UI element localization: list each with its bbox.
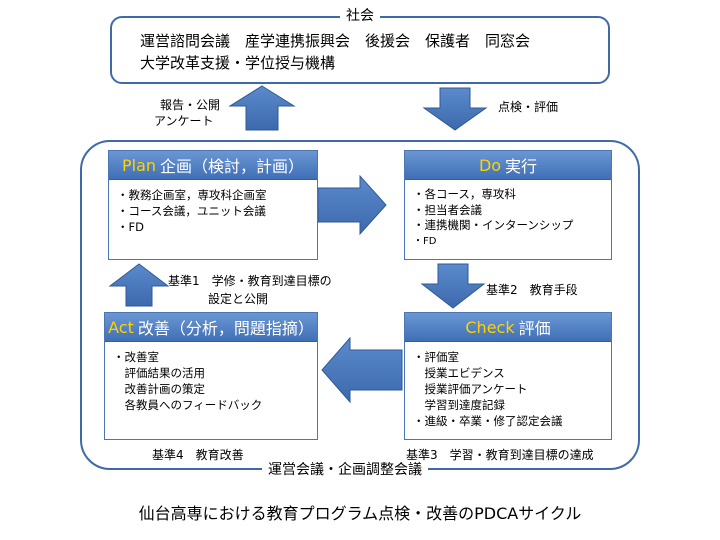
check-header-en: Check: [465, 317, 515, 337]
list-item: 授業評価アンケート: [413, 382, 528, 396]
criterion-1-line-2: 設定と公開: [208, 292, 269, 306]
list-item: 各教員へのフィードバック: [113, 398, 263, 412]
criterion-3: 基準3 学習・教育到達目標の達成: [406, 448, 594, 462]
arrow-down-evaluation: [422, 87, 488, 131]
check-list: ・評価室 授業エビデンス 授業評価アンケート 学習到達度記録 ・進級・卒業・修了…: [413, 349, 605, 429]
act-header-en: Act: [108, 317, 134, 337]
list-item: ・教務企画室，専攻科企画室: [117, 188, 267, 202]
evaluation-label: 点検・評価: [498, 100, 559, 114]
do-header: Do 実行: [405, 151, 611, 180]
society-title: 社会: [340, 8, 380, 24]
do-header-jp: 実行: [505, 157, 538, 176]
society-line-2: 大学改革支援・学位授与機構: [140, 54, 336, 72]
check-header-jp: 評価: [518, 319, 551, 338]
criterion-1-line-1: 基準1 学修・教育到達目標の: [168, 274, 332, 288]
plan-panel: Plan 企画（検討，計画） ・教務企画室，専攻科企画室 ・コース会議，ユニット…: [108, 150, 318, 260]
society-line-1: 運営諮問会議 産学連携振興会 後援会 保護者 同窓会: [140, 32, 531, 50]
act-header: Act 改善（分析，問題指摘）: [105, 313, 317, 342]
list-item: 授業エビデンス: [413, 366, 505, 380]
check-header: Check 評価: [405, 313, 611, 342]
list-item: ・コース会議，ユニット会議: [117, 204, 266, 218]
list-item: ・各コース，専攻科: [413, 187, 516, 201]
act-list: ・改善室 評価結果の活用 改善計画の策定 各教員へのフィードバック: [113, 349, 311, 413]
list-item: 評価結果の活用: [113, 366, 205, 380]
list-item: ・進級・卒業・修了認定会議: [413, 414, 563, 428]
plan-header-jp: 企画（検討，計画）: [160, 157, 305, 176]
plan-header-en: Plan: [121, 155, 157, 175]
criterion-2: 基準2 教育手段: [486, 283, 578, 297]
list-item: 学習到達度記録: [413, 398, 505, 412]
list-item: ・FD: [117, 220, 144, 234]
check-panel: Check 評価 ・評価室 授業エビデンス 授業評価アンケート 学習到達度記録 …: [404, 312, 612, 440]
list-item: ・評価室: [413, 350, 459, 364]
list-item: ・改善室: [113, 350, 159, 364]
act-header-jp: 改善（分析，問題指摘）: [137, 319, 314, 338]
do-panel: Do 実行 ・各コース，専攻科 ・担当者会議 ・連携機関・インターンシップ ・F…: [404, 150, 612, 260]
arrow-up-report: [228, 85, 296, 131]
arrow-check-to-act: [321, 336, 403, 404]
arrow-do-to-check: [420, 263, 486, 309]
report-label-1: 報告・公開: [160, 98, 221, 112]
plan-list: ・教務企画室，専攻科企画室 ・コース会議，ユニット会議 ・FD: [117, 187, 311, 235]
list-item: ・担当者会議: [413, 202, 482, 217]
do-header-en: Do: [478, 155, 502, 175]
arrow-plan-to-do: [317, 174, 387, 236]
diagram-caption: 仙台高専における教育プログラム点検・改善のPDCAサイクル: [138, 504, 582, 523]
list-item: ・FD: [413, 235, 437, 247]
criterion-4: 基準4 教育改善: [152, 448, 244, 462]
list-item: ・連携機関・インターンシップ: [413, 218, 574, 232]
arrow-act-to-plan: [108, 263, 170, 307]
plan-header: Plan 企画（検討，計画）: [109, 151, 317, 180]
report-label-2: アンケート: [154, 114, 214, 128]
cycle-frame-label: 運営会議・企画調整会議: [262, 462, 428, 478]
act-panel: Act 改善（分析，問題指摘） ・改善室 評価結果の活用 改善計画の策定 各教員…: [104, 312, 318, 440]
list-item: 改善計画の策定: [113, 382, 205, 396]
do-list: ・各コース，専攻科 ・担当者会議 ・連携機関・インターンシップ ・FD: [413, 187, 605, 249]
